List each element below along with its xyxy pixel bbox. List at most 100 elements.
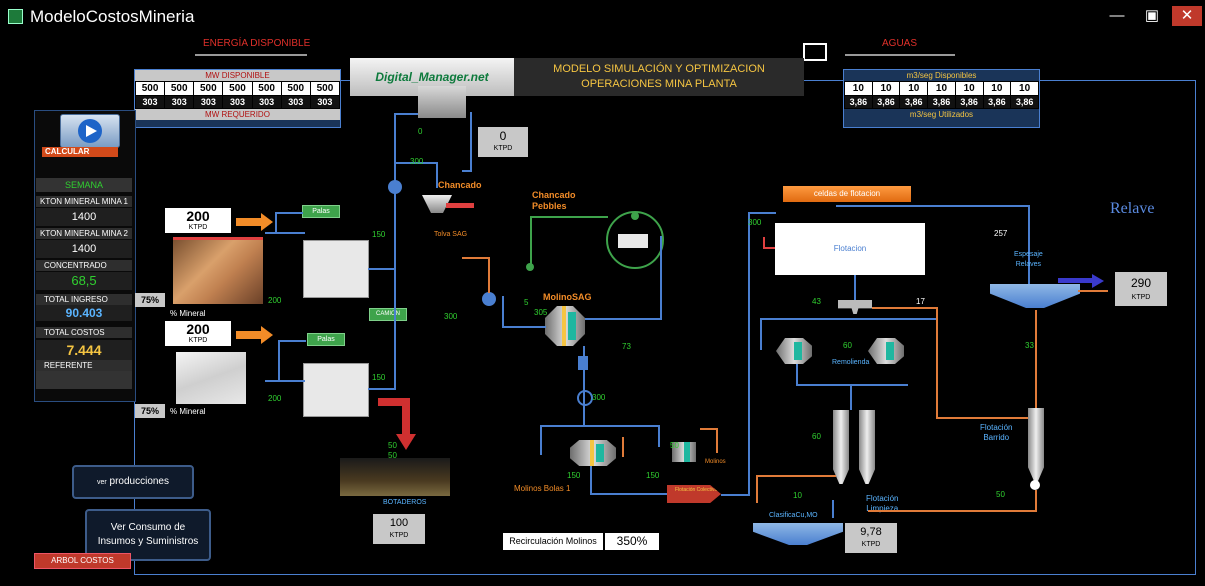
water-row-util-cell: 3,86 [927, 95, 956, 109]
flow-number-300a: 300 [410, 157, 424, 166]
element [872, 307, 936, 309]
flow-line [275, 212, 303, 214]
flow-number-150a: 150 [372, 230, 386, 239]
tolva-sag-label: Tolva SAG [434, 231, 468, 238]
flow-number-5: 5 [524, 298, 529, 307]
energy-row-disp-cell: 500 [222, 81, 253, 96]
clasifica-ktpd-value: 9,78 [860, 526, 882, 538]
water-row-util-cell: 3,86 [899, 95, 929, 109]
element [462, 257, 490, 259]
element [756, 475, 758, 503]
flow-line [760, 318, 936, 320]
flow-number-200b: 200 [268, 394, 282, 403]
element [756, 475, 836, 477]
energy-row-disp-cell: 500 [134, 81, 166, 96]
excel-app-icon [8, 9, 23, 24]
flow-number-200a: 200 [268, 296, 282, 305]
botaderos-ktpd-value: 100 [389, 517, 409, 529]
mina1-pct-box[interactable]: 75% [135, 293, 165, 307]
aguas-underline [845, 54, 955, 56]
flow-line [278, 340, 280, 382]
mina1-ktpd-value: 200 [186, 208, 210, 224]
flow-number-150b: 150 [372, 373, 386, 382]
barrido-node-icon [1030, 480, 1040, 490]
flow-number-50: 50 [670, 441, 679, 450]
flow-line [796, 364, 798, 384]
flow-line [658, 425, 660, 447]
concentrado-label: CONCENTRADO [36, 260, 132, 271]
element [868, 510, 1037, 512]
energy-row-req-cell: 303 [280, 95, 311, 109]
mina2-ktpd-box[interactable]: 200 KTPD [165, 321, 231, 346]
flow-line [368, 268, 394, 270]
flow-number-50a: 50 [388, 441, 397, 450]
play-icon [78, 119, 102, 143]
flow-line [368, 388, 394, 390]
arbol-costos-button[interactable]: ARBOL COSTOS [34, 553, 131, 569]
flow-line [265, 380, 305, 382]
flow-line [470, 112, 472, 170]
element [936, 417, 1030, 419]
relave-ktpd-box: 290 KTPD [1115, 272, 1167, 306]
calcular-button[interactable] [60, 114, 120, 148]
water-row-disp-cell: 10 [899, 81, 929, 96]
water-row-disp-cell: 10 [982, 81, 1012, 96]
energy-row-disp-cell: 500 [309, 81, 341, 96]
close-button[interactable]: ✕ [1172, 6, 1202, 26]
frame-right [1195, 80, 1196, 575]
flow-line [462, 170, 472, 172]
mina1-arrow-icon [261, 213, 273, 231]
flow-line [502, 326, 546, 328]
mina1-ktpd-unit: KTPD [188, 224, 208, 231]
element [568, 312, 576, 340]
flow-line [394, 113, 396, 390]
flow-number-33: 33 [1025, 341, 1034, 350]
stockpile-image [418, 86, 466, 118]
window-square-icon[interactable] [803, 43, 827, 61]
element [700, 428, 718, 430]
flotacion-box: Flotacion [775, 223, 925, 275]
clasifica-label: ClasificaCu,MO [769, 512, 818, 519]
flow-number-150d: 150 [646, 471, 660, 480]
flow-number-60b: 60 [812, 432, 821, 441]
mw-disponible-label: MW DISPONIBLE [135, 70, 340, 81]
mina1-ktpd-box[interactable]: 200 KTPD [165, 208, 231, 233]
remolienda-label: Remolienda [832, 359, 870, 366]
flotacion-limpieza-label: Flotación Limpieza [866, 494, 899, 513]
flow-line [275, 212, 277, 234]
element [530, 216, 532, 266]
element [1035, 310, 1037, 408]
ver-consumo-button[interactable]: Ver Consumo de Insumos y Suministros [85, 509, 211, 561]
clasifica-thickener-icon [753, 523, 843, 545]
mina1-pit-image [173, 237, 263, 304]
celdas-flotacion-button[interactable]: celdas de flotacion [783, 186, 911, 202]
ver-producciones-button[interactable]: ver producciones [72, 465, 194, 499]
mina2-pct-box[interactable]: 75% [135, 404, 165, 418]
calcular-label[interactable]: CALCULAR [42, 147, 118, 157]
minimize-button[interactable]: — [1109, 7, 1125, 24]
mina2-pct-label: % Mineral [170, 407, 206, 416]
element [684, 442, 690, 462]
clasifica-ktpd-unit: KTPD [861, 541, 881, 548]
recirculacion-value[interactable]: 350% [605, 533, 659, 550]
espesaje-relaves-label: Espesaje Relaves [1014, 251, 1043, 268]
botaderos-arrow-icon [396, 434, 416, 450]
mina1-palas-label: Palas [302, 205, 340, 218]
maximize-button[interactable]: ▣ [1144, 7, 1160, 24]
limpieza-column-1-icon [833, 410, 849, 484]
mina1-pct-label: % Mineral [170, 309, 206, 318]
flow-line [836, 205, 1028, 207]
flow-line [278, 340, 306, 342]
energy-row-req-cell: 303 [309, 95, 341, 109]
element [622, 437, 624, 457]
relave-arrow-body [1058, 278, 1094, 283]
flow-line [1028, 205, 1030, 295]
water-row-util-cell: 3,86 [954, 95, 984, 109]
flow-number-60a: 60 [843, 341, 852, 350]
energia-disponible-label: ENERGÍA DISPONIBLE [203, 38, 311, 49]
water-row-util-cell: 3,86 [871, 95, 901, 109]
espesaje-thickener-icon [990, 284, 1080, 308]
